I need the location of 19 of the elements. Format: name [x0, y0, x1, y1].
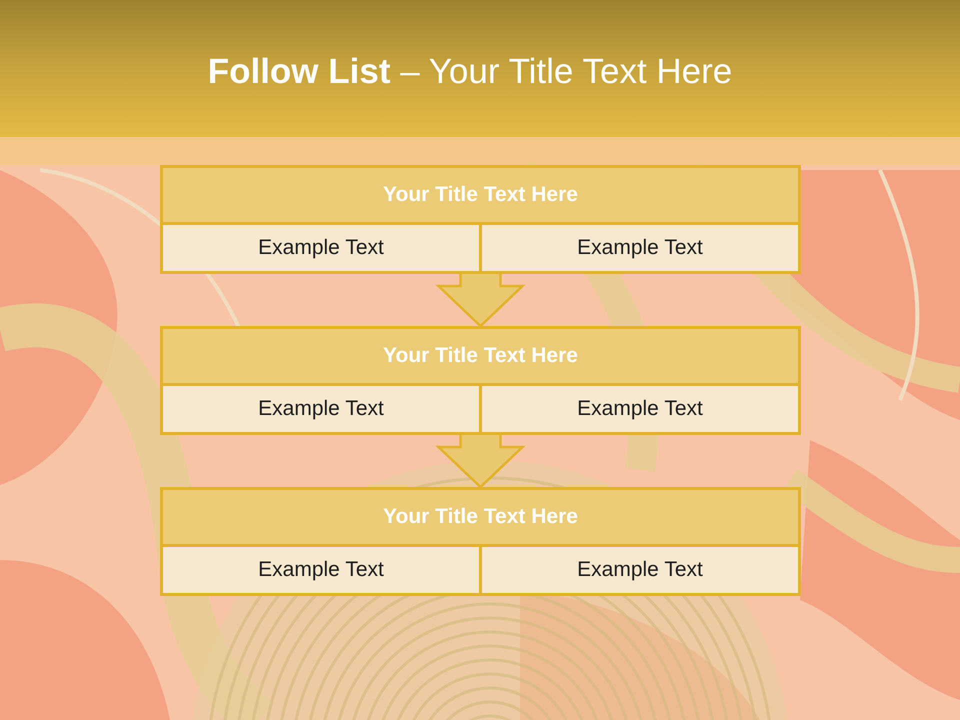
cell-text: Example Text: [577, 236, 703, 260]
cell-text: Example Text: [577, 397, 703, 421]
list-cell: [482, 383, 798, 432]
list-cell: [163, 222, 482, 271]
list-cell: [482, 222, 798, 271]
list-block: [160, 487, 801, 596]
list-block: [160, 326, 801, 435]
list-block: [160, 165, 801, 274]
block-title: Your Title Text Here: [383, 344, 578, 368]
cell-text: Example Text: [258, 397, 384, 421]
cell-text: Example Text: [258, 558, 384, 582]
list-cell: [482, 544, 798, 593]
list-cell: [163, 544, 482, 593]
cell-text: Example Text: [577, 558, 703, 582]
block-title: Your Title Text Here: [383, 505, 578, 529]
slide-title: Follow List – Your Title Text Here: [208, 51, 732, 93]
cell-text: Example Text: [258, 236, 384, 260]
list-cell: [163, 383, 482, 432]
block-title: Your Title Text Here: [383, 183, 578, 207]
